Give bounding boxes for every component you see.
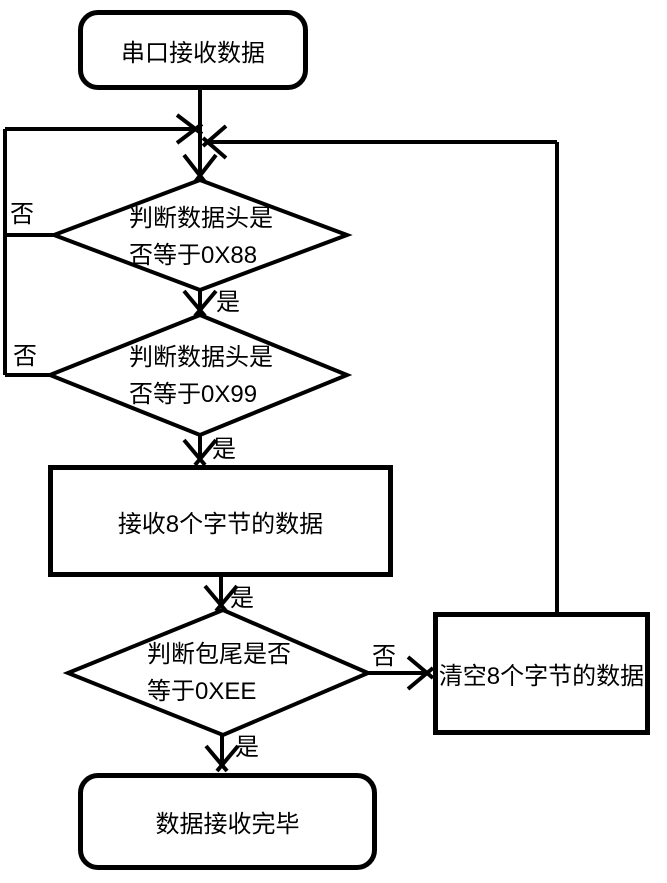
arrowhead-into-check-0x88 — [182, 153, 218, 184]
check-0x88-text: 判断数据头是 否等于0X88 — [129, 200, 273, 274]
decision-check-0x99-shape — [44, 312, 353, 438]
decision-check-0x88-shape — [48, 177, 353, 293]
edge-label-yes-receive: 是 — [230, 585, 254, 612]
check-0xee-line2: 等于0XEE — [147, 678, 257, 705]
edge-label-no-0x88: 否 — [10, 201, 34, 228]
clear-node-label: 清空8个字节的数据 — [438, 663, 645, 690]
check-0x88-line1: 判断数据头是 — [129, 205, 273, 232]
arrowhead-into-clear — [406, 655, 435, 691]
edge-label-yes-0x88: 是 — [216, 289, 240, 316]
arrowhead-into-end — [204, 744, 240, 773]
check-0xee-text: 判断包尾是否 等于0XEE — [147, 636, 291, 710]
check-0x99-line1: 判断数据头是 — [129, 344, 273, 371]
arrowhead-into-check-0x99 — [182, 289, 218, 318]
check-0x88-line2: 否等于0X88 — [129, 242, 258, 269]
receive-node-label: 接收8个字节的数据 — [117, 510, 324, 538]
arrowhead-merge-left — [175, 113, 204, 145]
arrowhead-into-check-0xee — [203, 584, 239, 613]
arrowhead-merge-right — [201, 124, 228, 160]
end-node: 数据接收完毕 — [78, 773, 377, 870]
start-node: 串口接收数据 — [78, 10, 308, 90]
check-0x99-line2: 否等于0X99 — [129, 381, 258, 408]
check-0xee-line1: 判断包尾是否 — [147, 641, 291, 668]
arrowhead-into-receive — [182, 438, 218, 467]
edge-label-no-0x99: 否 — [13, 343, 37, 370]
edge-label-yes-0xee: 是 — [235, 734, 259, 761]
decision-check-0xee-shape — [62, 607, 374, 738]
clear-node: 清空8个字节的数据 — [433, 612, 650, 735]
start-node-label: 串口接收数据 — [121, 39, 265, 67]
edge-label-yes-0x99: 是 — [212, 436, 236, 463]
check-0x99-text: 判断数据头是 否等于0X99 — [129, 339, 273, 413]
end-node-label: 数据接收完毕 — [155, 811, 300, 838]
receive-node: 接收8个字节的数据 — [48, 465, 393, 577]
edge-label-no-0xee: 否 — [372, 643, 396, 670]
